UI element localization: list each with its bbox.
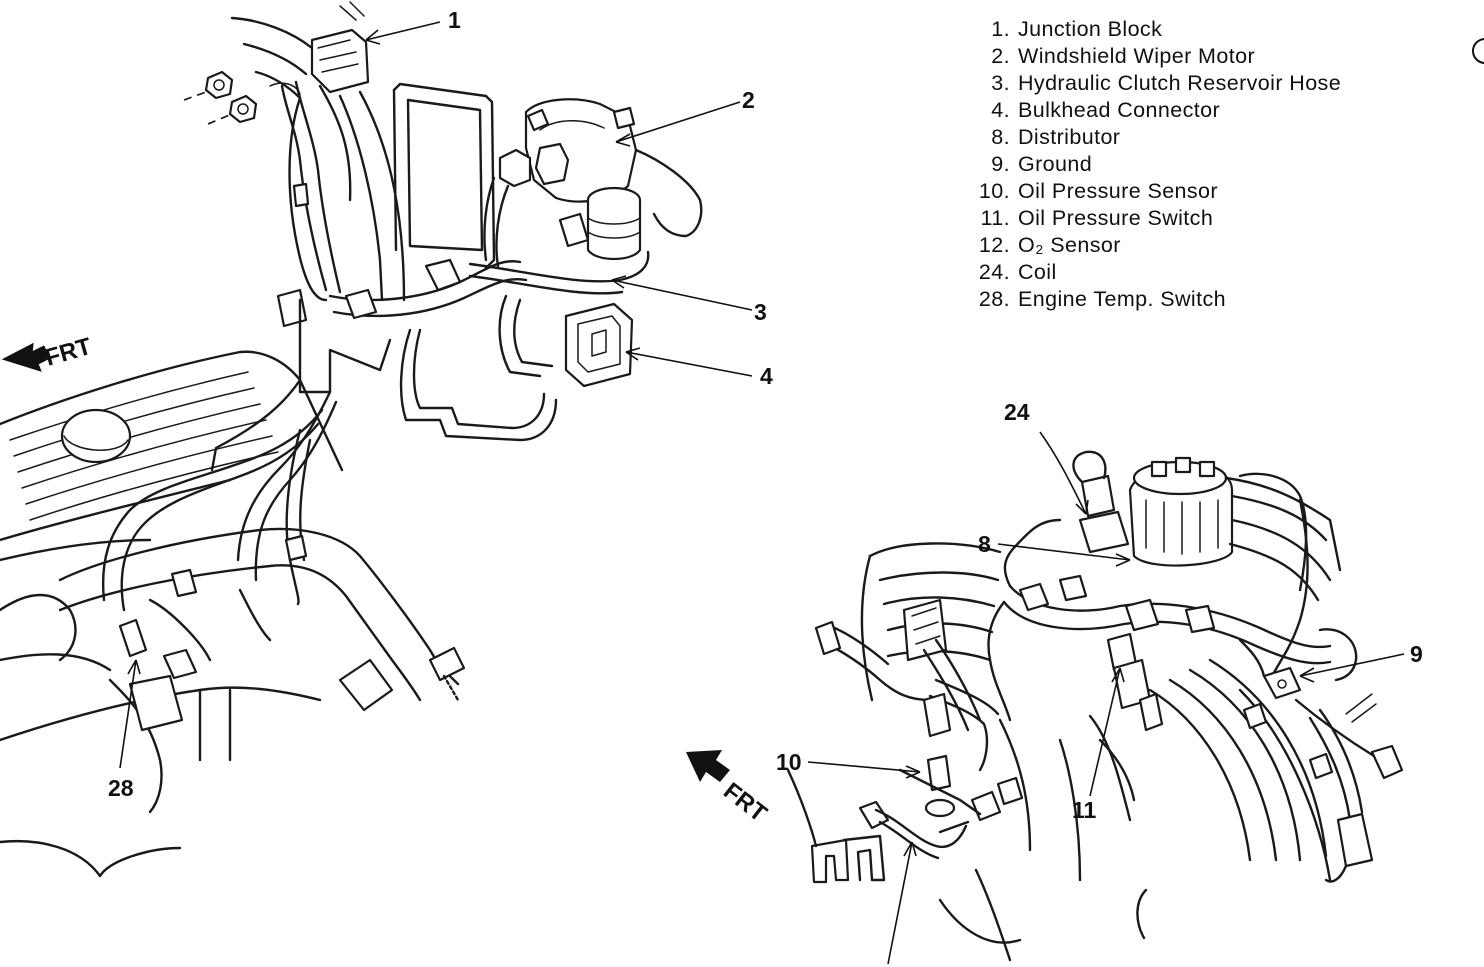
front-direction-indicator-right (686, 750, 730, 782)
parts-legend: 1. Junction Block 2. Windshield Wiper Motor… (960, 16, 1341, 313)
callout-28: 28 (108, 775, 134, 801)
legend-item-number: 24. (978, 260, 1010, 284)
legend-item: 3. Hydraulic Clutch Reservoir Hose (960, 70, 1341, 97)
frt-label-right: FRT (718, 777, 772, 827)
legend-item-label: Windshield Wiper Motor (1018, 44, 1256, 68)
legend-item: 4. Bulkhead Connector (960, 97, 1341, 124)
callout-1: 1 (448, 7, 461, 33)
legend-item-number: 8. (991, 125, 1010, 149)
legend-item: 9. Ground (960, 151, 1341, 178)
legend-item-label: Hydraulic Clutch Reservoir Hose (1018, 71, 1342, 95)
legend-item: 8. Distributor (960, 124, 1341, 151)
legend-item-number: 10. (978, 179, 1010, 203)
legend-item-label: O₂ Sensor (1018, 233, 1121, 257)
legend-item-label: Coil (1018, 260, 1057, 284)
callout-10: 10 (776, 749, 802, 775)
callout-8: 8 (978, 531, 991, 557)
frt-label-left: FRT (42, 333, 95, 372)
legend-item: 11. Oil Pressure Switch (960, 205, 1341, 232)
right-callout-leaders (807, 431, 1405, 965)
legend-item: 2. Windshield Wiper Motor (960, 43, 1341, 70)
legend-item: 24. Coil (960, 259, 1341, 286)
right-engine-illustration (786, 450, 1404, 962)
legend-item-label: Ground (1018, 152, 1093, 176)
legend-item: 28. Engine Temp. Switch (960, 286, 1341, 313)
legend-item-label: Oil Pressure Switch (1018, 206, 1214, 230)
callout-4: 4 (760, 363, 773, 389)
legend-item-label: Junction Block (1018, 17, 1163, 41)
legend-item-number: 9. (991, 152, 1010, 176)
legend-item-label: Oil Pressure Sensor (1018, 179, 1218, 203)
legend-item-label: Engine Temp. Switch (1018, 287, 1226, 311)
legend-item: 10. Oil Pressure Sensor (960, 178, 1341, 205)
left-engine-illustration (0, 1, 703, 878)
legend-item: 1. Junction Block (960, 16, 1341, 43)
legend-item-number: 4. (991, 98, 1010, 122)
front-direction-indicator-left (1, 342, 51, 372)
legend-item-number: 11. (980, 206, 1010, 230)
legend-item-number: 12. (978, 233, 1010, 257)
legend-item-label: Bulkhead Connector (1018, 98, 1221, 122)
legend-item-number: 3. (991, 71, 1010, 95)
legend-item: 12. O₂ Sensor (960, 232, 1341, 259)
legend-item-label: Distributor (1018, 125, 1121, 149)
callout-3: 3 (754, 299, 767, 325)
callout-2: 2 (742, 87, 755, 113)
callout-9: 9 (1410, 641, 1423, 667)
callout-24: 24 (1004, 399, 1030, 425)
legend-item-number: 1. (991, 17, 1010, 41)
legend-item-number: 28. (978, 287, 1010, 311)
legend-item-number: 2. (991, 44, 1010, 68)
callout-11: 11 (1072, 797, 1097, 823)
left-callout-leaders (119, 21, 753, 769)
